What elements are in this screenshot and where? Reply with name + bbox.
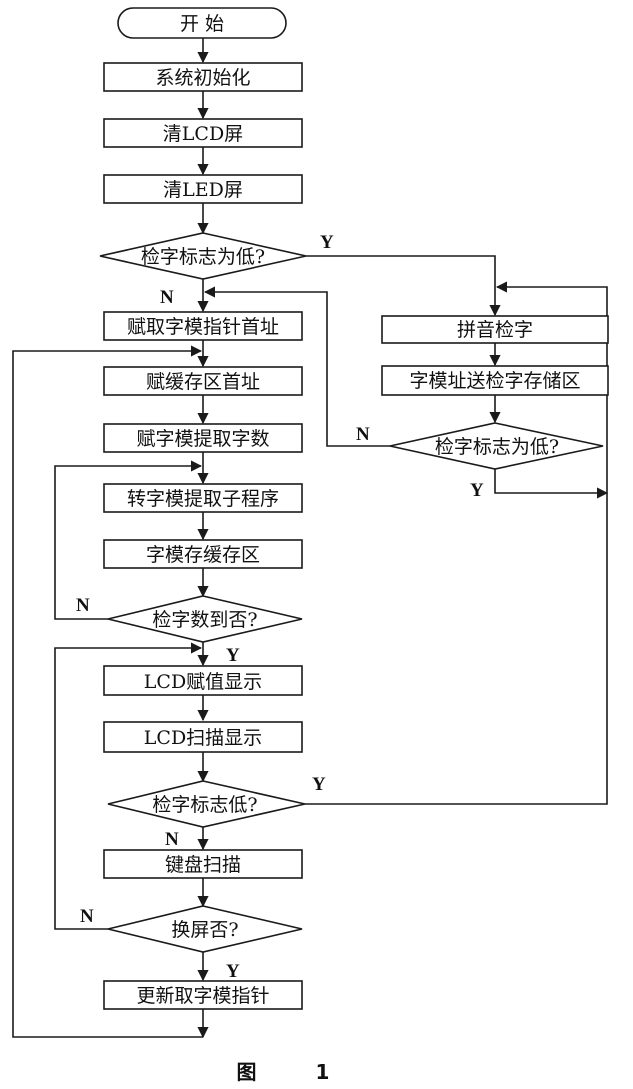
flag3-yes-label: Y [312, 774, 326, 795]
process-call-sub: 转字模提取子程序 [103, 483, 303, 513]
flag2-label: 检字标志为低? [435, 436, 559, 458]
set-ptr-label: 赋取字模指针首址 [127, 316, 279, 338]
clear-lcd-label: 清LCD屏 [163, 123, 243, 145]
process-init: 系统初始化 [103, 62, 303, 92]
process-lcd-assign: LCD赋值显示 [103, 665, 303, 696]
clear-led-label: 清LED屏 [163, 179, 243, 201]
process-pinyin: 拼音检字 [381, 315, 609, 344]
process-set-buf: 赋缓存区首址 [103, 366, 303, 396]
start-label: 开 始 [180, 13, 224, 35]
count-yes-label: Y [226, 645, 240, 666]
set-buf-label: 赋缓存区首址 [146, 371, 260, 393]
process-set-ptr: 赋取字模指针首址 [103, 311, 303, 341]
lcd-assign-label: LCD赋值显示 [144, 671, 262, 693]
store-buf-label: 字模存缓存区 [146, 544, 260, 566]
decision-flag-2: 检字标志为低? [389, 422, 604, 470]
switch-label: 换屏否? [171, 919, 238, 941]
kbd-scan-label: 键盘扫描 [165, 854, 241, 876]
process-kbd-scan: 键盘扫描 [103, 849, 303, 879]
switch-yes-label: Y [226, 961, 240, 982]
flag3-no-label: N [165, 829, 179, 850]
connectors [12, 38, 609, 1039]
process-send-addr: 字模址送检字存储区 [381, 365, 609, 396]
flag3-label: 检字标志低? [152, 794, 257, 816]
flag1-no-label: N [160, 287, 174, 308]
edge-flag2-yes [494, 467, 609, 499]
lcd-scan-label: LCD扫描显示 [144, 727, 262, 749]
set-count-label: 赋字模提取字数 [136, 428, 269, 450]
pinyin-label: 拼音检字 [457, 319, 533, 341]
edge-switch-no-loop [54, 642, 203, 930]
decision-count: 检字数到否? [107, 595, 303, 643]
flag2-no-label: N [356, 424, 370, 445]
call-sub-label: 转字模提取子程序 [127, 488, 279, 510]
decision-switch: 换屏否? [107, 905, 303, 953]
edge-labels: Y N N Y N Y Y N N Y [76, 232, 484, 982]
update-ptr-label: 更新取字模指针 [136, 985, 269, 1007]
edge-update-loop [12, 345, 203, 1038]
process-store-buf: 字模存缓存区 [103, 539, 303, 569]
decision-flag-1: 检字标志为低? [99, 232, 307, 280]
edge-count-no-loop [54, 460, 203, 620]
process-clear-lcd: 清LCD屏 [103, 118, 303, 148]
process-lcd-scan: LCD扫描显示 [103, 721, 303, 753]
edge-flag1-yes-pinyin [306, 255, 501, 317]
process-set-count: 赋字模提取字数 [103, 423, 303, 453]
init-label: 系统初始化 [155, 67, 250, 89]
count-no-label: N [76, 595, 90, 616]
flag1-label: 检字标志为低? [141, 246, 265, 268]
send-addr-label: 字模址送检字存储区 [409, 370, 580, 392]
decision-flag-3: 检字标志低? [107, 780, 306, 828]
edge-flag2-no-setptr [203, 286, 390, 447]
terminal-start: 开 始 [117, 7, 287, 39]
flag1-yes-label: Y [320, 232, 334, 253]
figure-caption: 图 1 [237, 1060, 356, 1084]
flag2-yes-label: Y [470, 480, 484, 501]
edge-flag3-yes-pinyin [305, 281, 608, 805]
switch-no-label: N [80, 906, 94, 927]
process-clear-led: 清LED屏 [103, 174, 303, 204]
count-label: 检字数到否? [152, 609, 257, 631]
process-update-ptr: 更新取字模指针 [103, 980, 303, 1010]
